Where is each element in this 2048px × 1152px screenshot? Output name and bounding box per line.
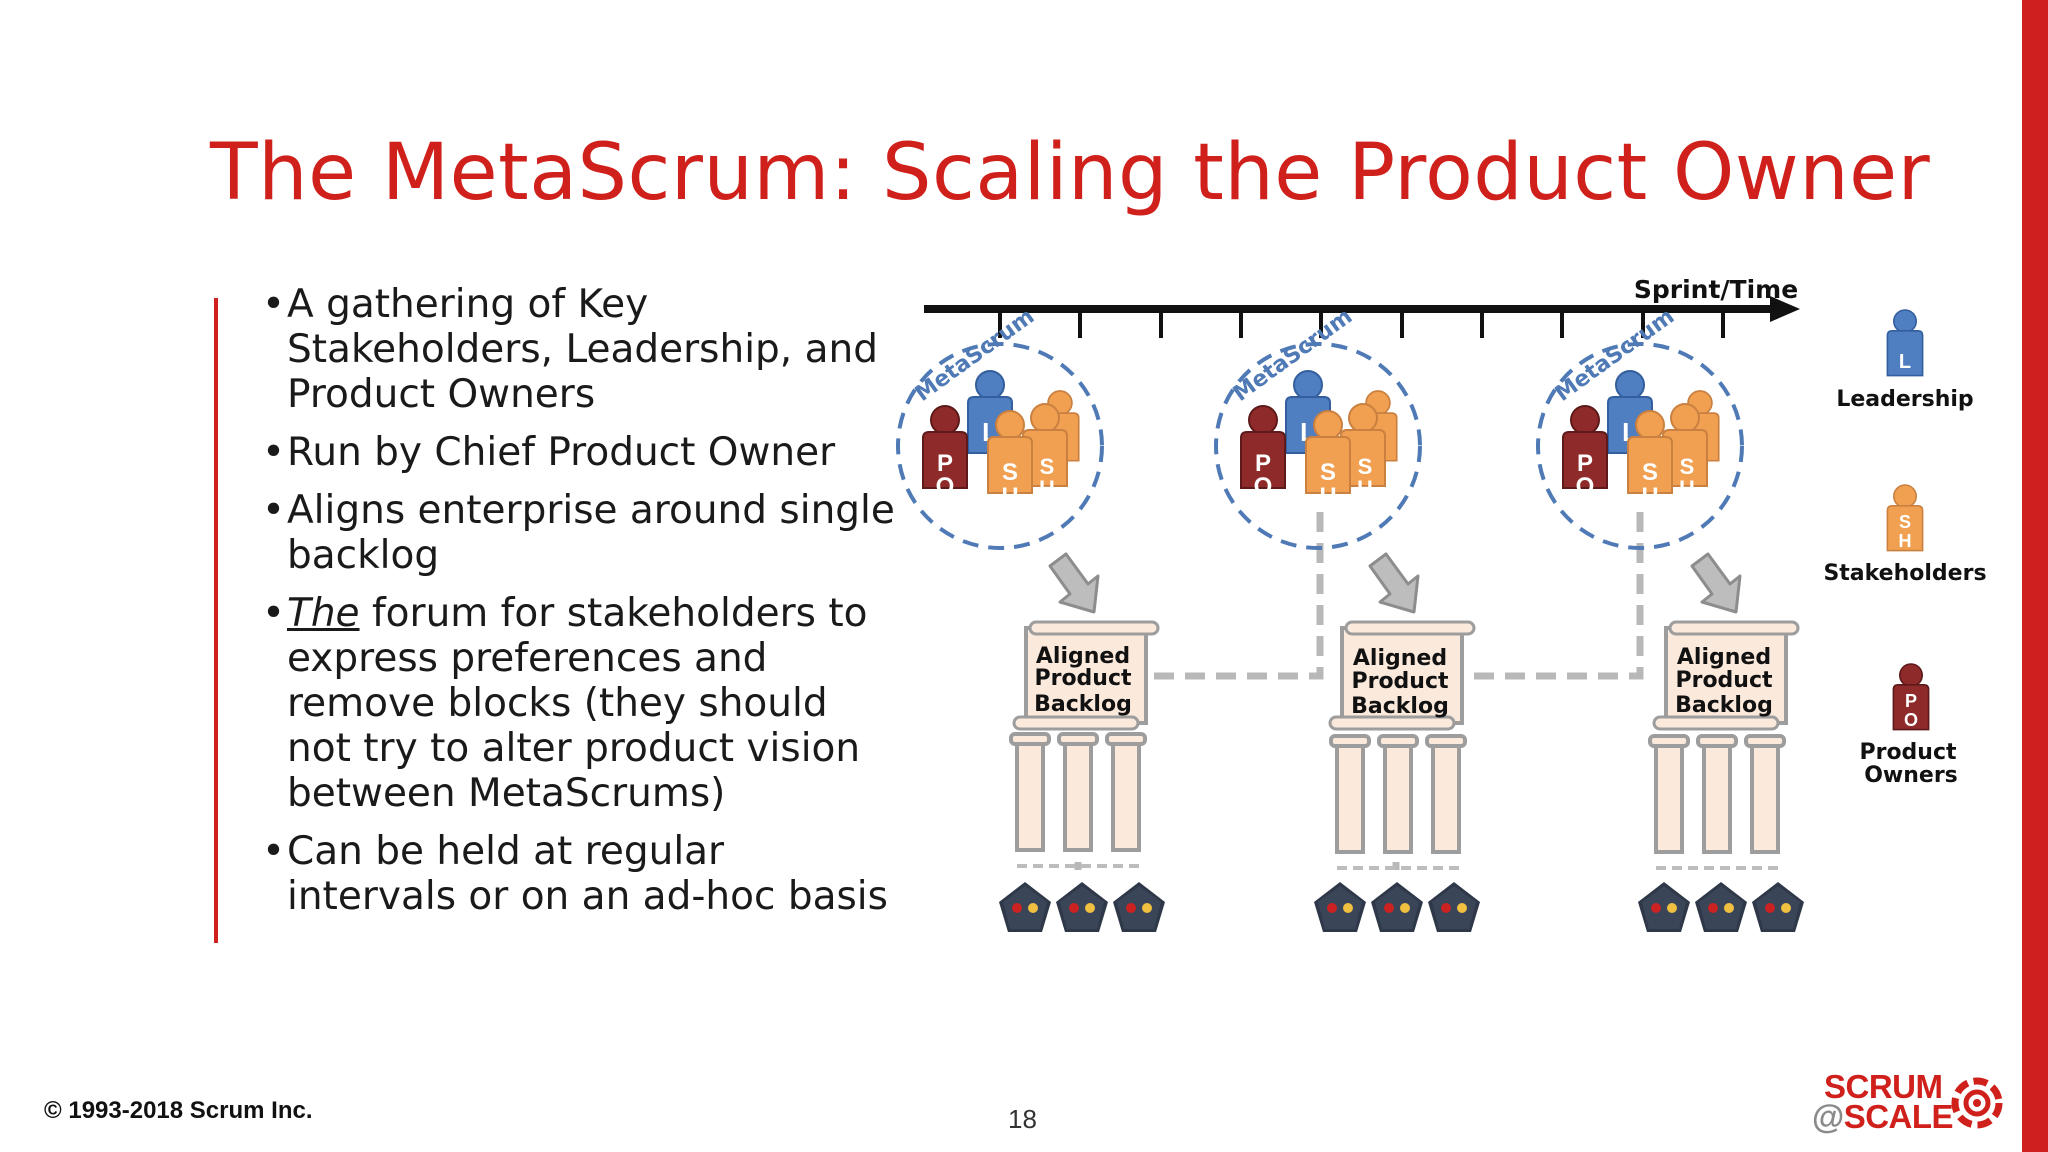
metascrum-unit: MetaScrum Aligned Product Backlog — [1538, 304, 1804, 932]
timeline-ticks — [998, 309, 1725, 338]
legend-leadership-label: Leadership — [1836, 387, 1973, 412]
page-number: 18 — [1008, 1104, 1037, 1134]
bullet-item: Run by Chief Product Owner — [262, 430, 902, 475]
bullet-item: A gathering of Key Stakeholders, Leaders… — [262, 282, 902, 417]
metascrum-label: MetaScrum — [911, 304, 1039, 407]
metascrum-unit: MetaScrum Aligned Product Backlog — [898, 304, 1165, 932]
timeline-label: Sprint/Time — [1634, 275, 1798, 304]
backlog-text: Aligned — [1677, 645, 1771, 670]
legend-letter: P — [1905, 691, 1917, 711]
metascrum-label: MetaScrum — [1229, 304, 1357, 407]
copyright-notice: © 1993-2018 Scrum Inc. — [44, 1097, 313, 1124]
legend-letter: H — [1899, 531, 1912, 551]
bullet-emphasis: The — [287, 591, 360, 636]
logo-at: @ — [1812, 1098, 1844, 1135]
bullet-item-text: forum for stakeholders to express prefer… — [287, 591, 868, 816]
slide-title: The MetaScrum: Scaling the Product Owner — [210, 128, 1931, 218]
backlog-text: Backlog — [1351, 694, 1449, 719]
legend-stakeholders-label: Stakeholders — [1823, 561, 1986, 586]
legend-po-label: Product — [1859, 740, 1957, 765]
legend-letter: O — [1904, 710, 1918, 730]
backlog-text: Aligned — [1036, 644, 1130, 669]
logo-line2: @SCALE — [1812, 1098, 1954, 1135]
bullet-item: Aligns enterprise around single backlog — [262, 488, 902, 578]
legend-po-label: Owners — [1864, 763, 1958, 788]
scrum-at-scale-logo: SCRUM @SCALE — [1812, 1066, 2012, 1136]
backlog-text: Product — [1034, 666, 1132, 691]
bullet-list: A gathering of Key Stakeholders, Leaders… — [262, 282, 902, 932]
logo-scale: SCALE — [1843, 1098, 1954, 1135]
backlog-text: Product — [1675, 668, 1773, 693]
legend: L Leadership S H Stakeholders P O Produc… — [1823, 309, 1987, 788]
backlog-text: Product — [1351, 669, 1449, 694]
logo-line1: SCRUM — [1824, 1068, 1943, 1105]
gear-icon — [1951, 1077, 2003, 1129]
backlog-text: Backlog — [1675, 693, 1773, 718]
timeline-arrowhead — [1770, 296, 1800, 322]
slide-edge-bar — [2022, 0, 2048, 1152]
bullet-item: Can be held at regular intervals or on a… — [262, 829, 902, 919]
backlog-text: Aligned — [1353, 646, 1447, 671]
backlog-text: Backlog — [1034, 692, 1132, 717]
bullet-accent-rule — [214, 298, 218, 943]
legend-letter: S — [1899, 512, 1911, 532]
metascrum-label: MetaScrum — [1551, 304, 1679, 407]
legend-letter: L — [1899, 351, 1911, 373]
bullet-item: The forum for stakeholders to express pr… — [262, 591, 902, 816]
metascrum-unit: MetaScrum Aligned Product Backlog — [1216, 304, 1480, 932]
